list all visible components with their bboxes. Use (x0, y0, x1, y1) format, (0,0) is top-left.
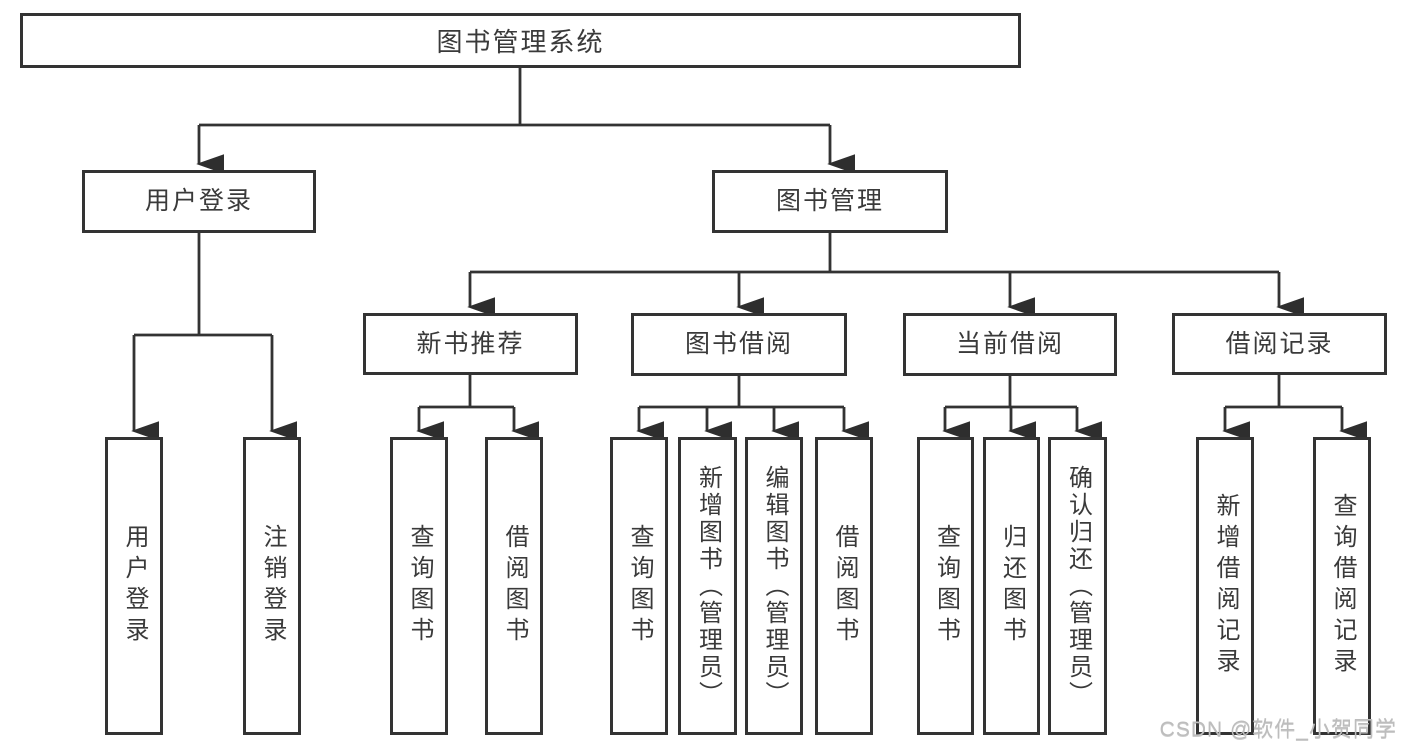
node-new-book-recommend: 新书推荐 (363, 313, 578, 375)
leaf-return-book: 归还图书 (983, 437, 1040, 735)
node-book-borrow: 图书借阅 (631, 313, 847, 376)
leaf-query-book-3-label: 查询图书 (932, 524, 960, 648)
leaf-query-borrow-record: 查询借阅记录 (1313, 437, 1371, 735)
leaf-borrow-book-1: 借阅图书 (485, 437, 543, 735)
node-library-management-system: 图书管理系统 (20, 13, 1021, 68)
leaf-confirm-return-admin: 确认归还（管理员） (1048, 437, 1107, 735)
leaf-confirm-return-admin-label: 确认归还（管理员） (1064, 464, 1092, 708)
leaf-query-book-2: 查询图书 (610, 437, 668, 735)
node-borrow-records: 借阅记录 (1172, 313, 1387, 375)
leaf-add-borrow-record: 新增借阅记录 (1196, 437, 1254, 735)
leaf-add-book-admin: 新增图书（管理员） (678, 437, 737, 735)
leaf-edit-book-admin: 编辑图书（管理员） (745, 437, 803, 735)
leaf-query-book-1: 查询图书 (390, 437, 448, 735)
leaf-edit-book-admin-label: 编辑图书（管理员） (761, 464, 788, 708)
leaf-add-borrow-record-label: 新增借阅记录 (1212, 493, 1239, 679)
leaf-query-book-2-label: 查询图书 (626, 524, 653, 648)
node-book-management: 图书管理 (712, 170, 948, 233)
leaf-user-login: 用户登录 (105, 437, 163, 735)
leaf-borrow-book-2-label: 借阅图书 (831, 524, 858, 648)
leaf-query-borrow-record-label: 查询借阅记录 (1329, 493, 1356, 679)
leaf-borrow-book-1-label: 借阅图书 (501, 524, 528, 648)
node-current-borrow: 当前借阅 (903, 313, 1117, 376)
leaf-logout: 注销登录 (243, 437, 301, 735)
leaf-borrow-book-2: 借阅图书 (815, 437, 873, 735)
leaf-user-login-label: 用户登录 (121, 524, 148, 648)
leaf-logout-label: 注销登录 (259, 524, 286, 648)
node-user-login: 用户登录 (82, 170, 316, 233)
leaf-query-book-1-label: 查询图书 (406, 524, 433, 648)
leaf-query-book-3: 查询图书 (917, 437, 974, 735)
leaf-add-book-admin-label: 新增图书（管理员） (694, 464, 722, 708)
leaf-return-book-label: 归还图书 (998, 524, 1026, 648)
